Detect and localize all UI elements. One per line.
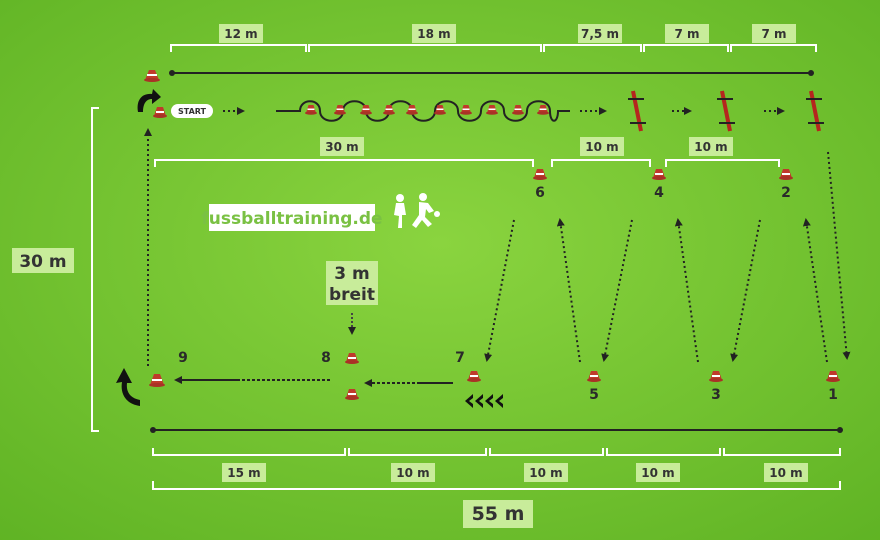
station-9: 9 (178, 350, 188, 366)
dribble-arrows (174, 376, 453, 387)
cone-5 (587, 371, 601, 382)
slalom-cone (383, 105, 395, 115)
station-1: 1 (828, 387, 838, 403)
cone-6 (533, 169, 547, 180)
station-5: 5 (589, 387, 599, 403)
slalom-cone (537, 105, 549, 115)
top-left-cone (144, 70, 160, 82)
top-dimensions (170, 44, 817, 52)
cone-2 (779, 169, 793, 180)
bottom-dim-4: 10 m (641, 466, 674, 480)
brand-text: fussballtraining.de (201, 209, 382, 229)
top-dim-1: 12 m (224, 27, 257, 41)
hurdle-2 (717, 90, 735, 132)
width-note-line1: 3 m (334, 264, 369, 284)
bottom-dim-1: 15 m (227, 466, 260, 480)
cone-8-bottom (345, 389, 359, 400)
brand-box (209, 204, 375, 231)
cone-4 (652, 169, 666, 180)
slalom-cones (305, 105, 549, 115)
height-label: 30 m (19, 252, 66, 272)
top-dimension-labels: 12 m 18 m 7,5 m 7 m 7 m (219, 24, 796, 43)
hurdle-1 (628, 90, 646, 132)
station-6: 6 (535, 185, 545, 201)
slalom-cone (486, 105, 498, 115)
station-4: 4 (654, 185, 664, 201)
bottom-dim-2: 10 m (396, 466, 429, 480)
start-badge (171, 104, 213, 118)
slalom-cone (334, 105, 346, 115)
slalom-cone (434, 105, 446, 115)
cone-8-top (345, 353, 359, 364)
cone-9 (149, 374, 165, 387)
station-8: 8 (321, 350, 331, 366)
slalom-cone (305, 105, 317, 115)
cone-7 (467, 371, 481, 382)
bottom-dim-5: 10 m (769, 466, 802, 480)
mid-dimensions (154, 159, 780, 167)
cone-1 (826, 371, 840, 382)
top-dim-3: 7,5 m (581, 27, 619, 41)
cone-3 (709, 371, 723, 382)
slalom-cone (512, 105, 524, 115)
zigzag-arrows (484, 151, 851, 363)
mid-dim-3: 10 m (694, 140, 727, 154)
hurdle-3 (806, 90, 824, 132)
station-7: 7 (455, 350, 465, 366)
curved-arrow-bottom-left (116, 368, 140, 406)
station-3: 3 (711, 387, 721, 403)
chevron-arrows (465, 394, 503, 408)
start-label: START (178, 107, 207, 116)
start-cone (153, 107, 167, 118)
top-dim-2: 18 m (417, 27, 450, 41)
mid-dim-2: 10 m (585, 140, 618, 154)
top-dim-5: 7 m (761, 27, 786, 41)
mid-dim-1: 30 m (325, 140, 358, 154)
bottom-dim-3: 10 m (529, 466, 562, 480)
station-2: 2 (781, 185, 791, 201)
top-dim-4: 7 m (674, 27, 699, 41)
curved-arrow-up-right (137, 89, 161, 112)
slalom-cone (360, 105, 372, 115)
height-bracket (91, 107, 99, 432)
players-icon (394, 193, 440, 228)
slalom-cone (406, 105, 418, 115)
width-label: 55 m (472, 503, 525, 525)
width-note-line2: breit (329, 285, 375, 305)
slalom-cone (460, 105, 472, 115)
bottom-dimensions (152, 448, 841, 490)
